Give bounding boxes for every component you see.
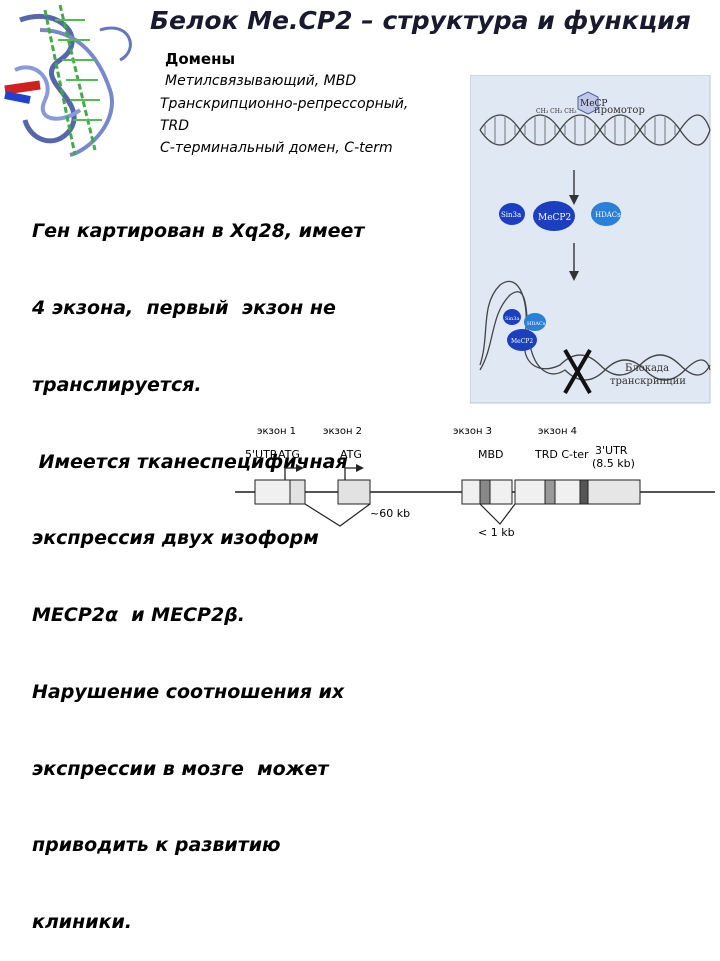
sin3a-circle: [499, 203, 525, 225]
exon4-label: экзон 4: [538, 426, 577, 437]
domains-heading: Домены: [165, 50, 236, 68]
atg1-arrowhead: [296, 464, 304, 472]
mecp-hexagon: [577, 91, 599, 115]
domain-mbd: Метилсвязывающий, MBD: [165, 73, 357, 89]
mecp2-circle: [533, 201, 575, 231]
mecp-label: MeCP: [580, 99, 607, 109]
exon4-box: [514, 479, 546, 505]
trd-label: TRD C-ter: [534, 448, 589, 461]
cterm-box: [579, 479, 589, 505]
domain-trd: Транскрипционно-репрессорный,: [160, 96, 409, 112]
utr3-label: 3'UTR: [595, 444, 628, 457]
arrow-head: [569, 195, 579, 205]
gene-description: Ген картирован в Xq28, имеет 4 экзона, п…: [32, 168, 364, 961]
utr5-label: 5'UTR: [245, 448, 278, 461]
domain-cterm: С-терминальный домен, C-term: [160, 140, 393, 156]
mecp2-label: MeCP2: [538, 213, 571, 223]
exon1-coding: [289, 479, 306, 505]
domain-trd-abbr: TRD: [160, 118, 190, 134]
promoter-label: промотор: [594, 105, 645, 116]
exon3-tail: [489, 479, 513, 505]
exon4-mid: [554, 479, 581, 505]
gene-structure-diagram: экзон 1 экзон 2 экзон 3 экзон 4 5'UTR AT…: [235, 426, 715, 539]
intron1-splice: [304, 503, 371, 527]
hdacs-circle: [591, 202, 621, 226]
block-label-1: Блокада: [625, 363, 669, 374]
protein-structure-image: [0, 0, 150, 165]
text-line: 4 экзона, первый экзон не: [32, 296, 336, 319]
text-line: Ген картирован в Xq28, имеет: [32, 220, 365, 243]
exon2-label: экзон 2: [323, 426, 362, 437]
mecp2-circle-small: [507, 329, 537, 351]
sin3a-circle-small: [503, 309, 521, 325]
exon2-box: [337, 479, 371, 505]
exon3-box: [461, 479, 481, 505]
atg2-label: ATG: [340, 448, 362, 461]
exon1-box: [254, 479, 291, 505]
text-line: экспрессии в мозге может: [32, 757, 329, 780]
intron1-distance: ~60 kb: [370, 507, 410, 520]
exon1-label: экзон 1: [257, 426, 296, 437]
intron3-splice: [479, 503, 516, 525]
block-label-2: транскрипции: [610, 376, 686, 387]
sin3a-label-small: Sin3a: [505, 316, 519, 322]
utr3-size: (8.5 kb): [592, 457, 635, 470]
sin3a-label: Sin3a: [501, 211, 521, 219]
mbd-box: [479, 479, 491, 505]
text-line: Имеется тканеспецифичная: [32, 450, 348, 473]
text-line: Нарушение соотношения их: [32, 680, 345, 703]
text-line: транслируется.: [32, 373, 202, 396]
atg2-arrow: [344, 467, 358, 480]
methyl-groups-label: CH₃ CH₃ CH₃: [536, 108, 577, 115]
atg1-arrow: [284, 467, 298, 480]
trd-box: [544, 479, 556, 505]
atg1-label: ATG: [278, 448, 300, 461]
mbd-label: MBD: [478, 448, 504, 461]
mecp2-label-small: MeCP2: [511, 338, 533, 345]
mechanism-diagram: CH₃ CH₃ CH₃ MeCP промотор Sin3a MeCP2 HD…: [470, 75, 711, 404]
arrow-head-2: [569, 271, 579, 281]
text-line: клиники.: [32, 911, 132, 934]
block-x-stroke-2: [563, 348, 592, 395]
hdacs-label-small: HDACs: [527, 321, 546, 327]
utr3-box: [587, 479, 641, 505]
page-title: Белок Me.CP2 – структура и функция: [150, 6, 691, 35]
atg2-arrowhead: [356, 464, 364, 472]
diagram-panel: [470, 75, 711, 404]
text-line: МЕСР2α и МЕСР2β.: [32, 604, 245, 627]
exon3-label: экзон 3: [453, 426, 492, 437]
hdacs-circle-small: [524, 313, 546, 331]
dna-helix-top: [479, 114, 711, 146]
text-line: приводить к развитию: [32, 834, 281, 857]
hdacs-label: HDACs: [595, 211, 621, 219]
intron3-distance: < 1 kb: [478, 526, 515, 539]
